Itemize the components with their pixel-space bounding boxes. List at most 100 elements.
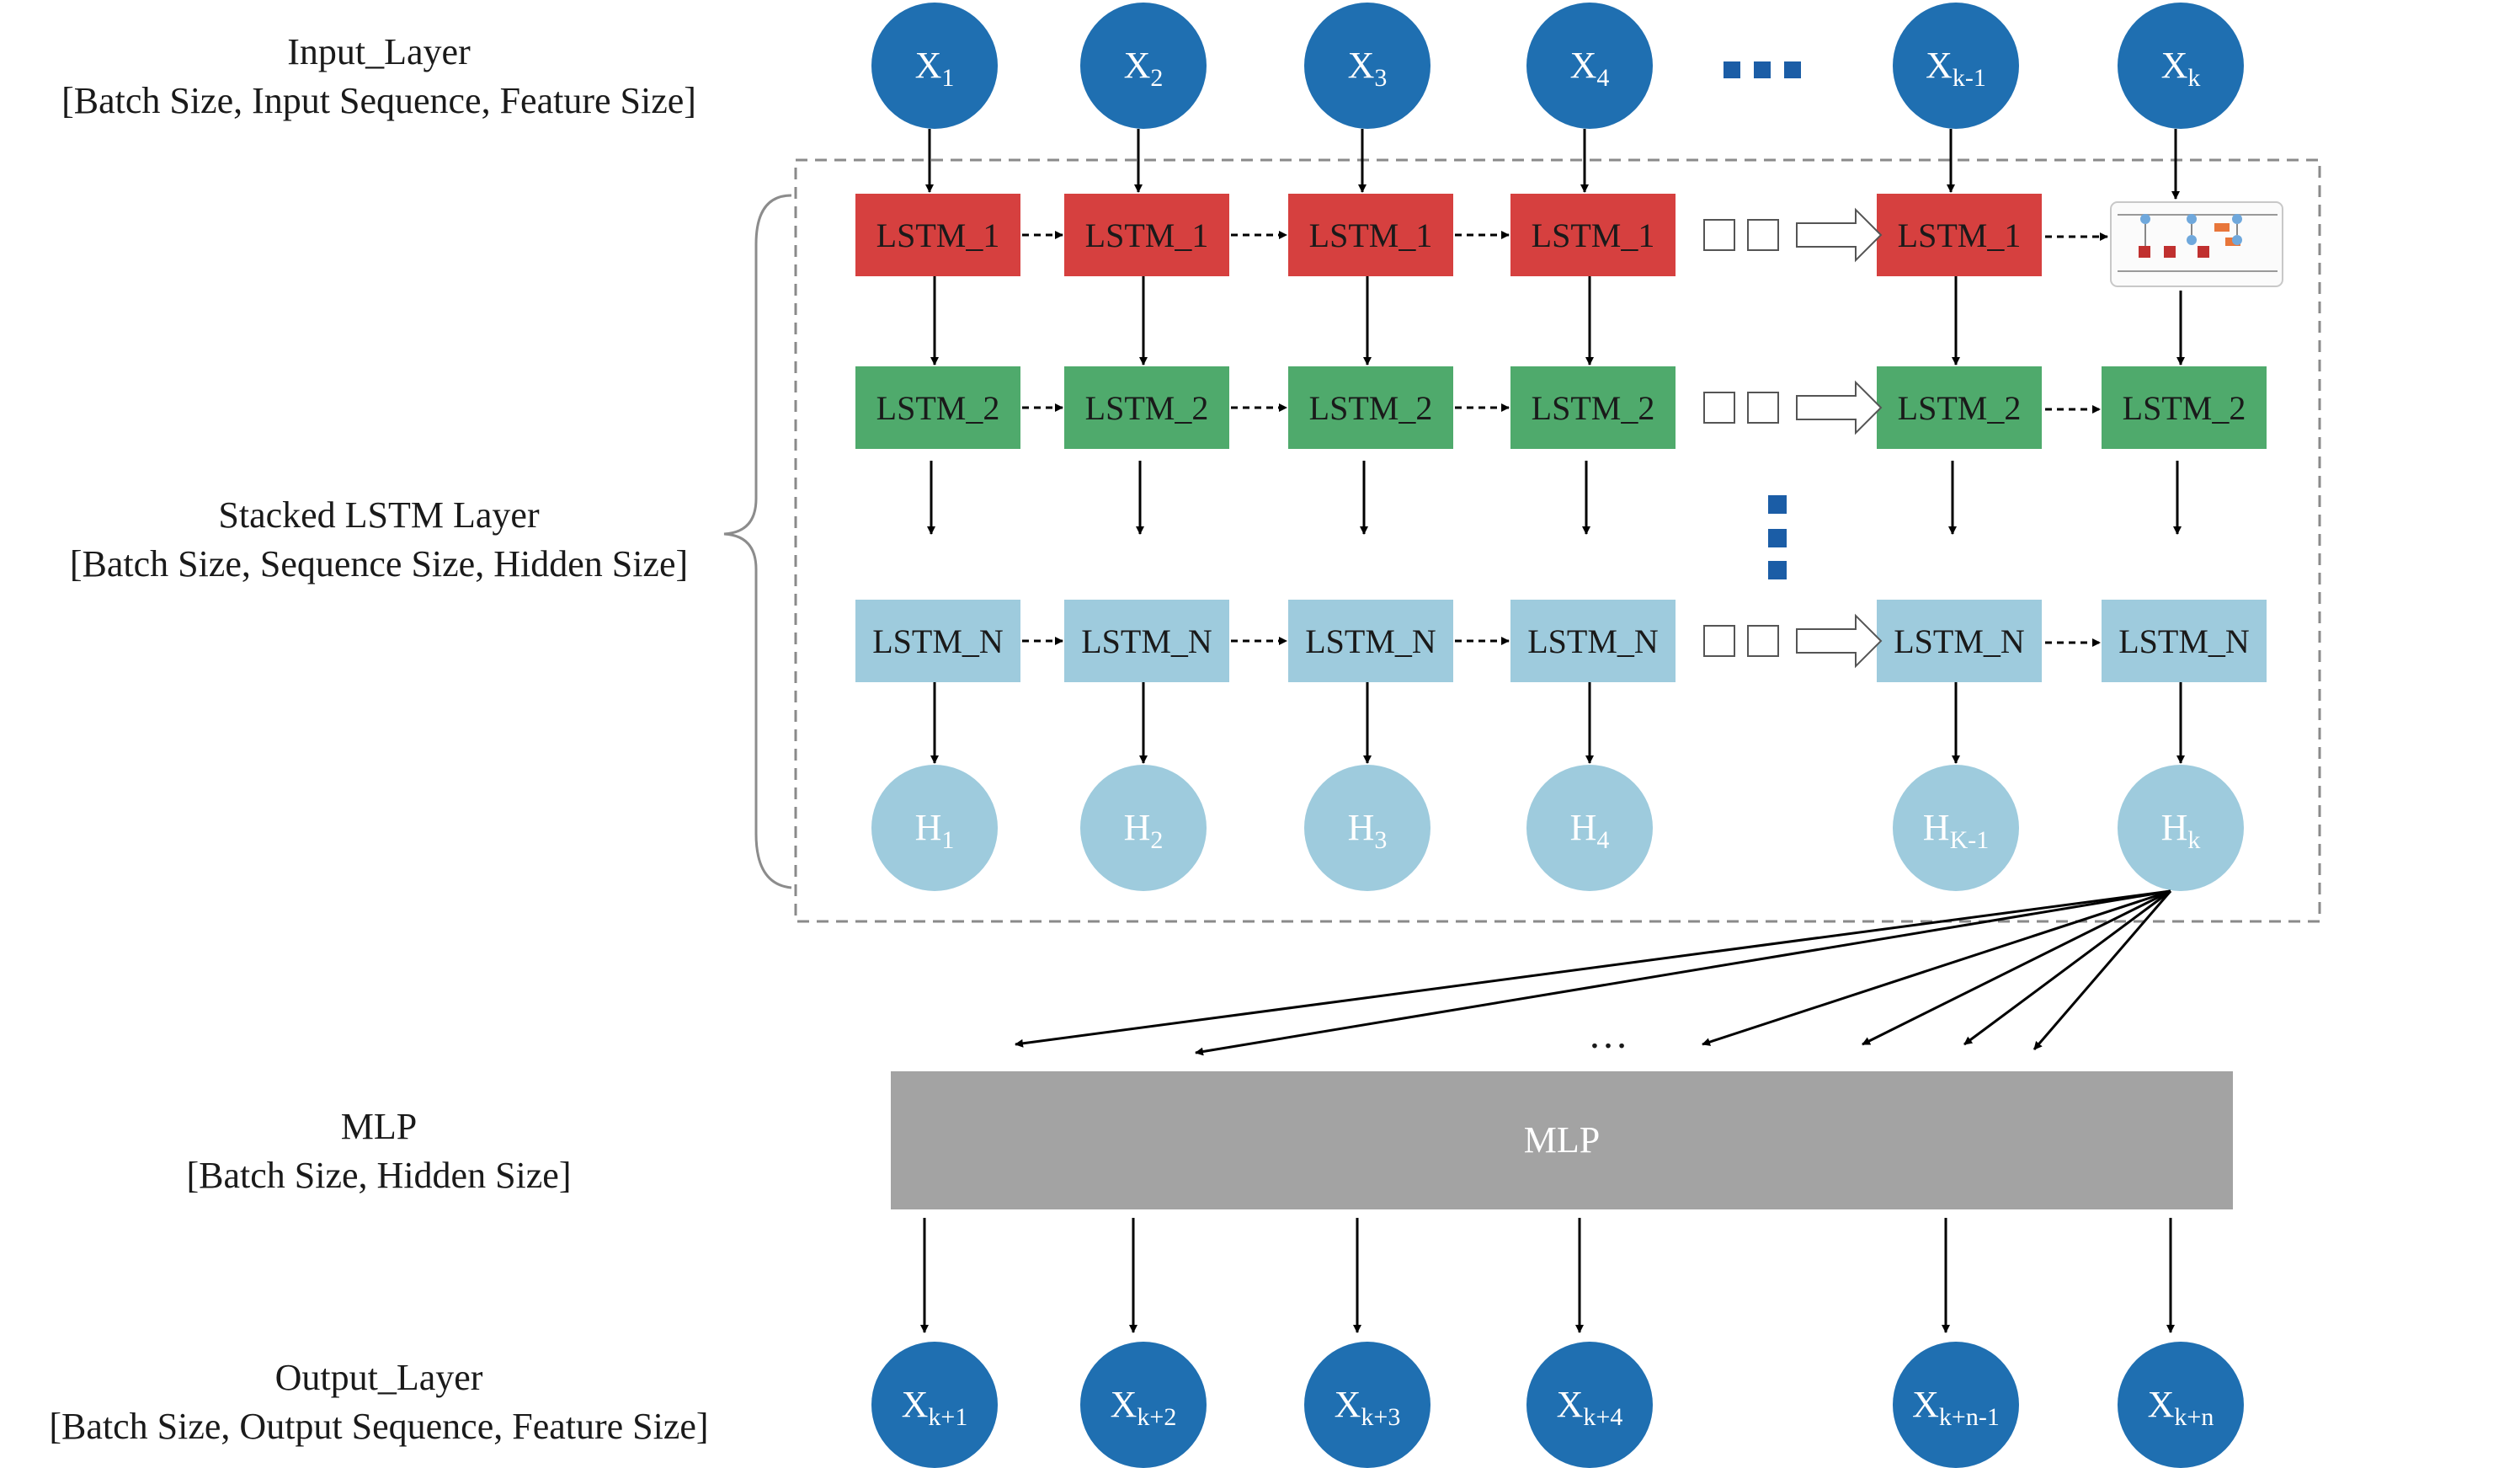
hidden-node-label-5: HK-1 bbox=[1923, 807, 1989, 854]
lstm-box-r3-c1 bbox=[855, 600, 1020, 682]
lstm-box-r3-c6 bbox=[2102, 600, 2267, 682]
output-node-1 bbox=[871, 1342, 998, 1468]
lstm-box-label-r1-c2: LSTM_1 bbox=[1085, 216, 1209, 254]
output-node-label-5: Xk+n-1 bbox=[1912, 1384, 2000, 1431]
fan-arrow-6 bbox=[2033, 890, 2172, 1050]
hidden-node-label-2: H2 bbox=[1124, 807, 1164, 854]
lstm-cell-thumbnail-icon bbox=[2110, 201, 2283, 287]
ellipsis-square-icon bbox=[1747, 392, 1779, 424]
hollow-arrow-icon bbox=[1796, 380, 1883, 435]
lstm-box-r3-c5 bbox=[1877, 600, 2042, 682]
hollow-arrow-icon bbox=[1796, 207, 1883, 263]
input-node-3 bbox=[1304, 3, 1430, 129]
lstm-box-label-r3-c6: LSTM_N bbox=[2118, 622, 2250, 660]
fan-arrow-1 bbox=[1015, 889, 2171, 1048]
lstm-box-r1-c1 bbox=[855, 194, 1020, 276]
lstm-box-r3-c2 bbox=[1064, 600, 1229, 682]
fan-ellipsis: … bbox=[1588, 1012, 1628, 1057]
lstm-box-label-r3-c5: LSTM_N bbox=[1894, 622, 2025, 660]
output-node-5 bbox=[1893, 1342, 2019, 1468]
output-node-2 bbox=[1080, 1342, 1207, 1468]
lstm-box-r3-c3 bbox=[1288, 600, 1453, 682]
output-node-4 bbox=[1526, 1342, 1653, 1468]
lstm-box-label-r2-c2: LSTM_2 bbox=[1085, 389, 1209, 427]
input-node-label-1: X1 bbox=[915, 45, 955, 92]
lstm-box-label-r3-c3: LSTM_N bbox=[1305, 622, 1436, 660]
hidden-node-label-3: H3 bbox=[1348, 807, 1388, 854]
lstm-box-label-r2-c4: LSTM_2 bbox=[1532, 389, 1655, 427]
hidden-node-4 bbox=[1526, 765, 1653, 891]
input-node-label-4: X4 bbox=[1570, 45, 1610, 92]
input-node-2 bbox=[1080, 3, 1207, 129]
hidden-node-5 bbox=[1893, 765, 2019, 891]
mlp-block-label: MLP bbox=[1524, 1119, 1600, 1161]
input-node-5 bbox=[1893, 3, 2019, 129]
mlp-layer-shape: [Batch Size, Hidden Size] bbox=[187, 1155, 572, 1196]
lstm-brace bbox=[723, 194, 792, 889]
lstm-box-label-r2-c1: LSTM_2 bbox=[876, 389, 1000, 427]
lstm-box-r2-c3 bbox=[1288, 366, 1453, 449]
ellipsis-square-icon bbox=[1703, 392, 1735, 424]
input-node-label-2: X2 bbox=[1124, 45, 1164, 92]
lstm-box-label-r2-c5: LSTM_2 bbox=[1898, 389, 2022, 427]
lstm-box-label-r3-c2: LSTM_N bbox=[1081, 622, 1212, 660]
input-node-4 bbox=[1526, 3, 1653, 129]
lstm-box-r1-c4 bbox=[1510, 194, 1676, 276]
lstm-box-label-r2-c3: LSTM_2 bbox=[1309, 389, 1433, 427]
hollow-arrow-icon bbox=[1796, 613, 1883, 669]
layer-labels: Input_Layer [Batch Size, Input Sequence,… bbox=[49, 31, 708, 1447]
input-layer-shape: [Batch Size, Input Sequence, Feature Siz… bbox=[61, 80, 696, 121]
output-layer-shape: [Batch Size, Output Sequence, Feature Si… bbox=[49, 1406, 708, 1447]
lstm-box-r2-c2 bbox=[1064, 366, 1229, 449]
output-node-label-3: Xk+3 bbox=[1335, 1384, 1401, 1431]
lstm-layer-shape: [Batch Size, Sequence Size, Hidden Size] bbox=[70, 543, 688, 585]
hidden-node-label-1: H1 bbox=[915, 807, 955, 854]
lstm-box-r2-c4 bbox=[1510, 366, 1676, 449]
output-node-label-1: Xk+1 bbox=[902, 1384, 968, 1431]
output-node-6 bbox=[2118, 1342, 2244, 1468]
fan-arrow-4 bbox=[1862, 889, 2171, 1046]
hidden-node-6 bbox=[2118, 765, 2244, 891]
lstm-box-label-r2-c6: LSTM_2 bbox=[2123, 389, 2246, 427]
hidden-node-1 bbox=[871, 765, 998, 891]
lstm-box-label-r1-c5: LSTM_1 bbox=[1898, 216, 2022, 254]
ellipsis-square-icon bbox=[1703, 219, 1735, 251]
lstm-box-r3-c4 bbox=[1510, 600, 1676, 682]
lstm-box-label-r1-c1: LSTM_1 bbox=[876, 216, 1000, 254]
input-node-label-3: X3 bbox=[1348, 45, 1388, 92]
mlp-layer-title: MLP bbox=[341, 1106, 417, 1147]
ellipsis-square-icon bbox=[1747, 625, 1779, 657]
mlp-block bbox=[891, 1071, 2233, 1209]
lstm-box-r1-c5 bbox=[1877, 194, 2042, 276]
input-node-label-5: Xk-1 bbox=[1926, 45, 1986, 92]
lstm-box-r2-c1 bbox=[855, 366, 1020, 449]
lstm-box-label-r3-c1: LSTM_N bbox=[872, 622, 1004, 660]
input-ellipsis bbox=[1724, 61, 1801, 78]
fan-arrow-3 bbox=[1702, 889, 2171, 1046]
output-node-label-2: Xk+2 bbox=[1111, 1384, 1177, 1431]
lstm-box-r1-c2 bbox=[1064, 194, 1229, 276]
ellipsis-square-icon bbox=[1703, 625, 1735, 657]
lstm-box-label-r3-c4: LSTM_N bbox=[1527, 622, 1659, 660]
lstm-box-r2-c6 bbox=[2102, 366, 2267, 449]
hidden-node-3 bbox=[1304, 765, 1430, 891]
fan-arrow-2 bbox=[1195, 889, 2171, 1056]
input-node-6 bbox=[2118, 3, 2244, 129]
lstm-layer-title: Stacked LSTM Layer bbox=[218, 494, 540, 536]
input-layer-title: Input_Layer bbox=[287, 31, 471, 72]
hidden-node-label-6: Hk bbox=[2161, 807, 2201, 854]
lstm-box-label-r1-c4: LSTM_1 bbox=[1532, 216, 1655, 254]
hidden-node-label-4: H4 bbox=[1570, 807, 1610, 854]
lstm-stack-frame bbox=[794, 158, 2321, 923]
output-layer-title: Output_Layer bbox=[275, 1357, 483, 1398]
stack-ellipsis bbox=[1768, 495, 1787, 579]
lstm-box-r2-c5 bbox=[1877, 366, 2042, 449]
output-node-3 bbox=[1304, 1342, 1430, 1468]
output-node-label-6: Xk+n bbox=[2148, 1384, 2214, 1431]
ellipsis-square-icon bbox=[1747, 219, 1779, 251]
output-node-label-4: Xk+4 bbox=[1557, 1384, 1623, 1431]
input-node-1 bbox=[871, 3, 998, 129]
lstm-box-label-r1-c3: LSTM_1 bbox=[1309, 216, 1433, 254]
